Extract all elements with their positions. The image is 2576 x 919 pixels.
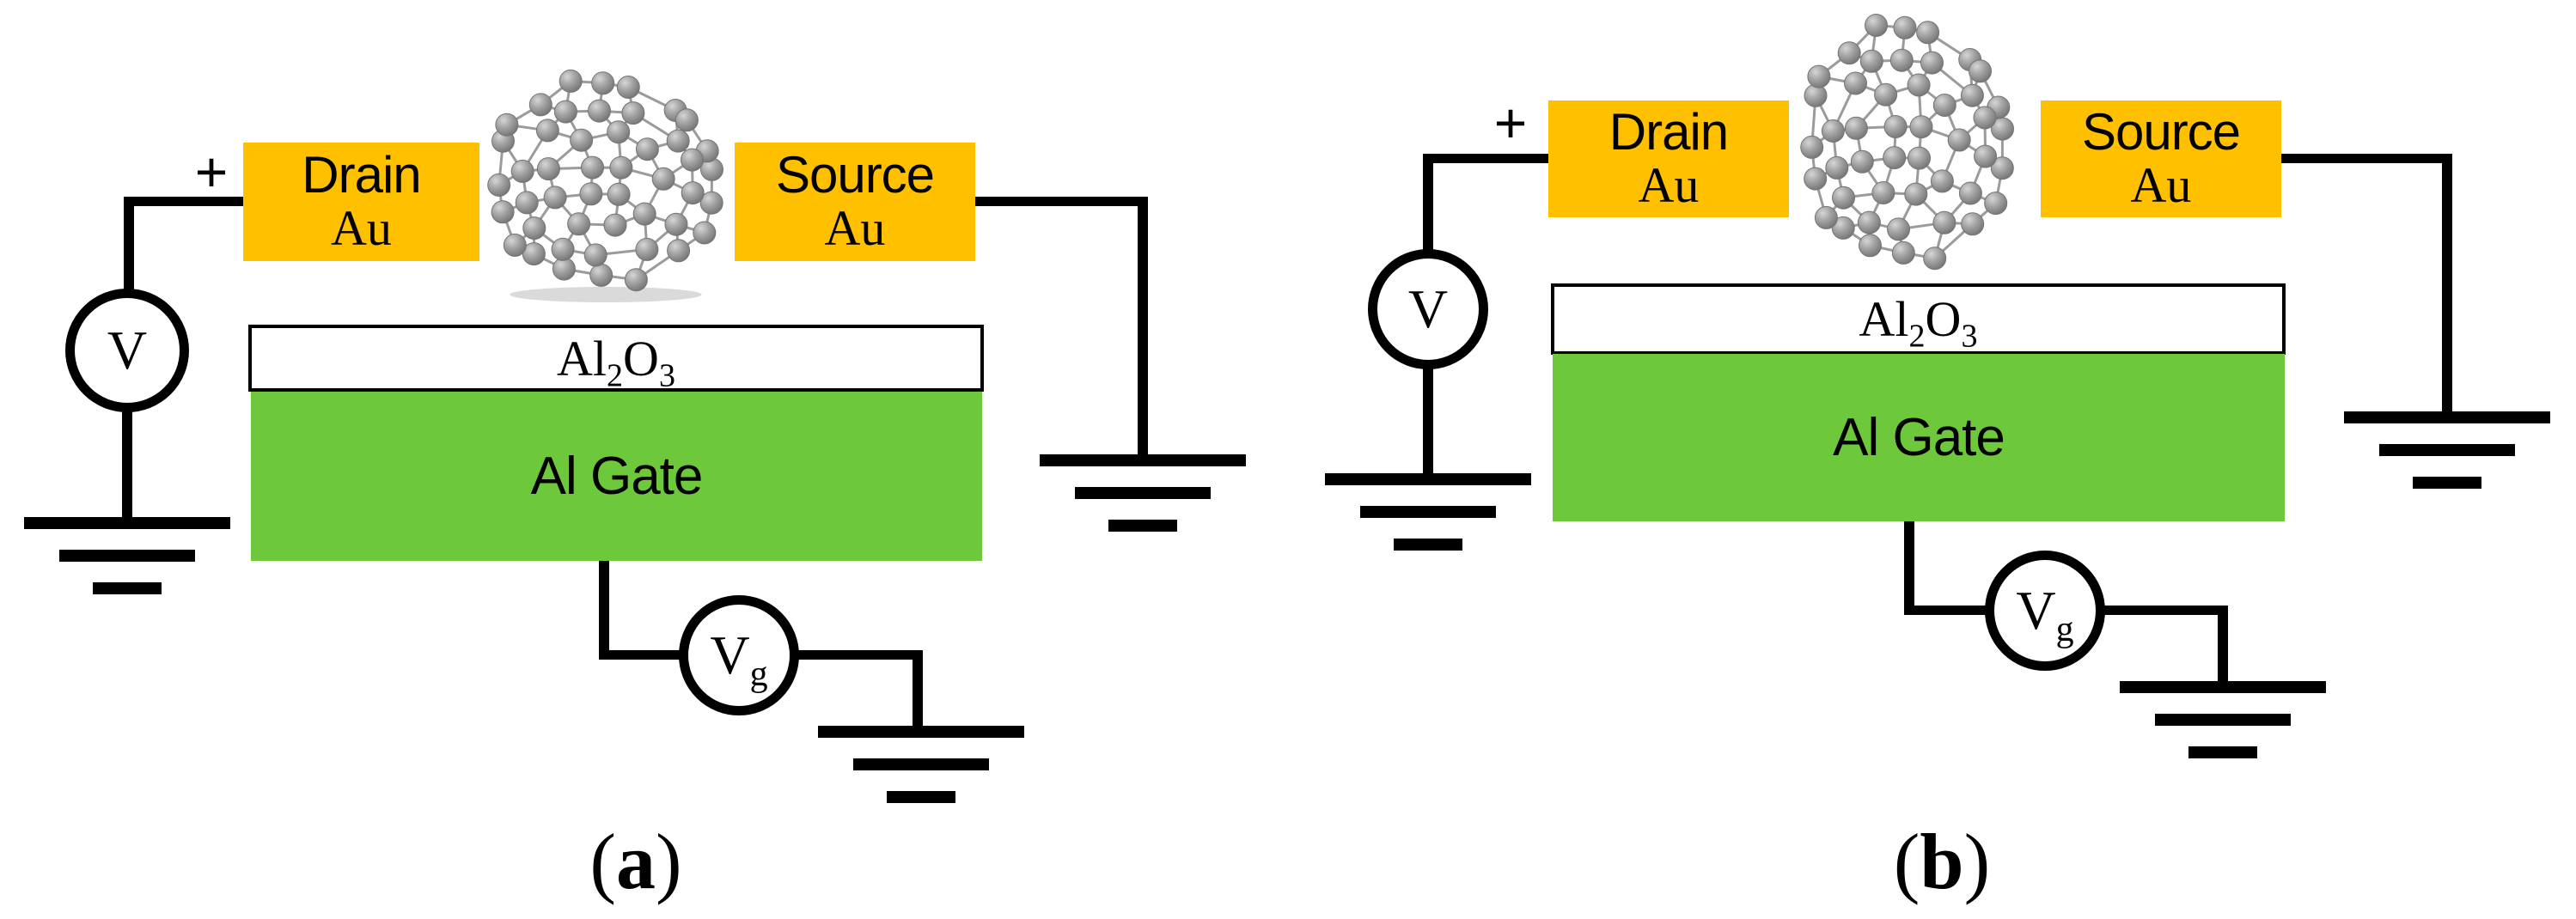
source-wire-vertical bbox=[1138, 197, 1148, 456]
ground-bar-2 bbox=[2379, 444, 2515, 456]
ground-bar-1 bbox=[1325, 473, 1531, 485]
ground-bar-3 bbox=[1108, 520, 1177, 532]
ground-bar-2 bbox=[1075, 487, 1211, 499]
ground-bar-3 bbox=[2413, 477, 2481, 489]
drain-wire-vertical bbox=[124, 197, 134, 291]
voltmeter-label: V bbox=[1407, 278, 1449, 339]
ground-bar-2 bbox=[59, 550, 195, 562]
gate-label: Al Gate bbox=[1833, 408, 2005, 467]
source-electrode: Source Au bbox=[2041, 100, 2281, 217]
caption-letter: b bbox=[1920, 818, 1964, 905]
gate-voltage-label: Vg bbox=[2016, 579, 2073, 648]
oxide-label-al: Al bbox=[1859, 291, 1909, 347]
plus-sign-text: + bbox=[1493, 91, 1528, 155]
drain-label: Drain bbox=[302, 146, 421, 204]
ground-bar-2 bbox=[853, 758, 989, 770]
gate-voltage-sub: g bbox=[2055, 609, 2074, 649]
plus-sign: + bbox=[180, 140, 242, 204]
source-material-label: Au bbox=[2130, 157, 2192, 213]
gate-layer: Al Gate bbox=[1553, 354, 2285, 521]
oxide-label-sub2: 2 bbox=[1908, 318, 1926, 355]
source-wire-horizontal bbox=[975, 197, 1148, 206]
source-wire-horizontal bbox=[2281, 154, 2452, 163]
caption-paren-open: ( bbox=[589, 818, 616, 905]
ground-bar-3 bbox=[2188, 746, 2257, 758]
ground-symbol-source bbox=[2344, 411, 2550, 489]
ground-bar-1 bbox=[1040, 454, 1246, 466]
gate-voltage-base: V bbox=[2016, 580, 2056, 641]
oxide-label-o: O bbox=[1925, 291, 1962, 347]
gate-wire-horizontal bbox=[599, 650, 681, 660]
drain-wire-vertical bbox=[1423, 154, 1433, 251]
ground-symbol-source bbox=[1040, 454, 1246, 532]
ground-bar-1 bbox=[2344, 411, 2550, 423]
oxide-label-sub2: 2 bbox=[607, 357, 624, 394]
source-label: Source bbox=[775, 146, 935, 204]
gate-voltage-sub: g bbox=[749, 654, 768, 694]
voltmeter-ground-wire bbox=[1423, 368, 1433, 476]
ground-symbol-voltmeter bbox=[1325, 473, 1531, 551]
panel-caption-a: (a) bbox=[541, 816, 730, 907]
source-electrode: Source Au bbox=[735, 143, 975, 261]
drain-label: Drain bbox=[1608, 103, 1729, 161]
plus-sign-text: + bbox=[194, 140, 229, 204]
vg-wire-horizontal bbox=[797, 650, 923, 660]
vg-wire-horizontal bbox=[2103, 606, 2228, 615]
vg-wire-vertical bbox=[913, 650, 923, 728]
gate-label: Al Gate bbox=[530, 447, 704, 506]
drain-material-label: Au bbox=[1638, 157, 1700, 213]
source-label: Source bbox=[2081, 103, 2241, 161]
oxide-label-sub3: 3 bbox=[658, 357, 675, 394]
gate-layer: Al Gate bbox=[251, 392, 982, 561]
ground-symbol-gate bbox=[2120, 681, 2326, 758]
oxide-label: Al2O3 bbox=[557, 330, 675, 393]
c60-molecule-icon bbox=[1800, 14, 2014, 271]
caption-letter: a bbox=[616, 818, 656, 905]
vg-wire-vertical bbox=[2218, 606, 2228, 685]
source-material-label: Au bbox=[824, 200, 886, 256]
panel-caption-b: (b) bbox=[1847, 816, 2036, 907]
plus-sign: + bbox=[1480, 91, 1541, 155]
ground-bar-3 bbox=[1394, 539, 1462, 551]
gate-voltage-symbol: Vg bbox=[679, 595, 799, 715]
gate-voltage-symbol: Vg bbox=[1985, 551, 2105, 671]
caption-paren-close: ) bbox=[1963, 818, 1991, 905]
drain-wire-horizontal bbox=[124, 197, 243, 206]
c60-molecule-icon bbox=[487, 69, 723, 302]
caption-paren-close: ) bbox=[656, 818, 682, 905]
drain-electrode: Drain Au bbox=[1548, 100, 1789, 217]
ground-bar-2 bbox=[2155, 714, 2291, 726]
ground-symbol-voltmeter bbox=[24, 517, 230, 594]
gate-voltage-label: Vg bbox=[710, 624, 767, 692]
ground-symbol-gate bbox=[818, 726, 1024, 803]
gate-voltage-base: V bbox=[710, 624, 750, 685]
ground-bar-2 bbox=[1360, 506, 1496, 518]
gate-wire-vertical bbox=[599, 561, 609, 657]
drain-electrode: Drain Au bbox=[243, 143, 479, 261]
gate-wire-horizontal bbox=[1904, 606, 1987, 615]
ground-bar-1 bbox=[2120, 681, 2326, 693]
gate-wire-vertical bbox=[1904, 521, 1914, 612]
oxide-label-o: O bbox=[623, 330, 659, 386]
ground-bar-1 bbox=[24, 517, 230, 529]
drain-material-label: Au bbox=[331, 200, 392, 256]
oxide-label-sub3: 3 bbox=[1961, 318, 1978, 355]
source-wire-vertical bbox=[2442, 154, 2452, 414]
voltmeter-symbol: V bbox=[1368, 249, 1488, 369]
ground-bar-1 bbox=[818, 726, 1024, 738]
voltmeter-ground-wire bbox=[122, 410, 132, 520]
ground-bar-3 bbox=[887, 791, 955, 803]
voltmeter-label: V bbox=[107, 320, 148, 380]
ground-bar-3 bbox=[93, 582, 162, 594]
oxide-layer: Al2O3 bbox=[248, 325, 984, 392]
voltmeter-symbol: V bbox=[65, 289, 189, 412]
caption-paren-open: ( bbox=[1893, 818, 1920, 905]
oxide-layer: Al2O3 bbox=[1551, 283, 2286, 355]
drain-wire-horizontal bbox=[1423, 154, 1548, 163]
oxide-label: Al2O3 bbox=[1859, 290, 1978, 353]
oxide-label-al: Al bbox=[557, 330, 607, 386]
